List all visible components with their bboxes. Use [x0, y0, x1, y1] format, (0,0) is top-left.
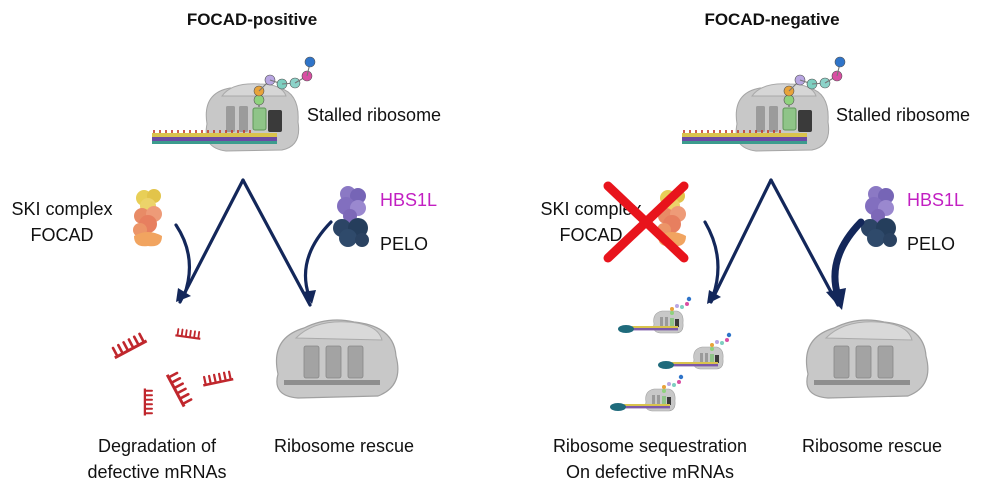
mrna-fragment-icon	[142, 387, 153, 417]
left-stalled-label: Stalled ribosome	[307, 105, 441, 125]
right-hbs1l-pelo-protein	[861, 186, 897, 247]
right-pelo-label: PELO	[907, 234, 955, 254]
right-arrowhead-sequestration	[707, 290, 721, 304]
right-stalled-label: Stalled ribosome	[836, 105, 970, 125]
right-arrowhead-rescue	[826, 288, 846, 310]
inhibition-cross-icon	[603, 181, 689, 263]
right-stalled-ribosome	[681, 56, 846, 152]
left-title: FOCAD-positive	[187, 10, 317, 29]
right-outcome-rescue: Ribosome rescue	[802, 436, 942, 456]
right-arrow-curve-rescue-bold	[831, 218, 865, 300]
right-arrow-shaft-rescue	[769, 178, 840, 307]
right-arrow-curve-sequestration	[703, 220, 720, 298]
left-arrowhead-rescue	[302, 290, 316, 304]
left-stalled-ribosome	[151, 56, 316, 152]
left-outcome-rescue: Ribosome rescue	[274, 436, 414, 456]
right-rescued-ribosome	[805, 319, 929, 399]
mrna-fragment-icon	[174, 327, 203, 341]
right-hbs1l-label: HBS1L	[907, 190, 964, 210]
right-outcome-sequestration-2: On defective mRNAs	[566, 462, 734, 482]
left-hbs1l-pelo-protein	[333, 186, 369, 247]
left-arrowhead-degradation	[176, 288, 191, 302]
left-arrow-shaft-degradation	[178, 178, 245, 304]
right-arrow-shaft-sequestration	[709, 178, 773, 304]
sequestered-ribosome-icon	[617, 296, 692, 334]
left-outcome-degradation-2: defective mRNAs	[87, 462, 226, 482]
mrna-fragment-icon	[200, 370, 235, 388]
left-pelo-label: PELO	[380, 234, 428, 254]
left-arrow-curve-degradation	[174, 223, 191, 298]
right-title: FOCAD-negative	[704, 10, 839, 29]
mrna-fragment-icon	[164, 369, 194, 409]
right-ski-label-2: FOCAD	[560, 225, 623, 245]
mrna-fragment-icon	[109, 331, 149, 361]
left-ski-label-1: SKI complex	[11, 199, 112, 219]
left-outcome-degradation-1: Degradation of	[98, 436, 217, 456]
left-arrow-shaft-rescue	[241, 178, 312, 307]
left-rescued-ribosome	[275, 319, 399, 399]
left-arrow-curve-rescue	[303, 220, 333, 298]
right-outcome-sequestration-1: Ribosome sequestration	[553, 436, 747, 456]
sequestered-ribosome-icon	[609, 374, 684, 412]
left-ski-label-2: FOCAD	[31, 225, 94, 245]
right-ski-label-1: SKI complex	[540, 199, 641, 219]
left-ski-protein	[133, 189, 162, 247]
left-hbs1l-label: HBS1L	[380, 190, 437, 210]
sequestered-ribosome-icon	[657, 332, 732, 370]
